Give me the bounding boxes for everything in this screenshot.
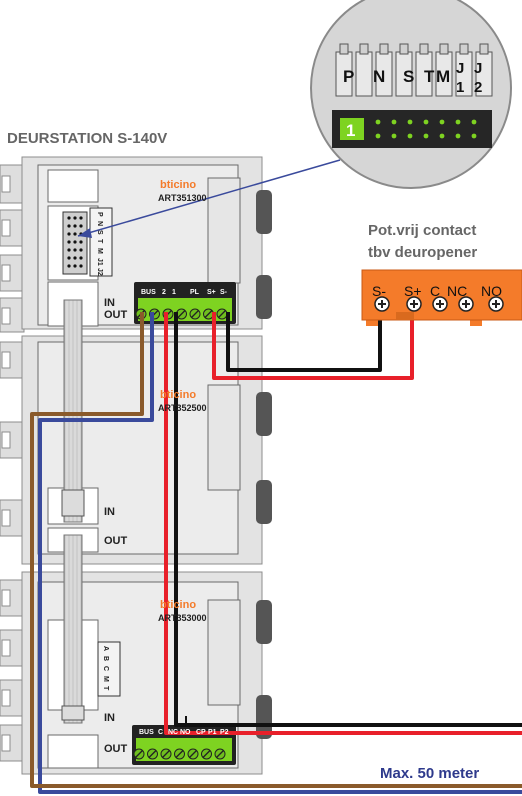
term-label: P1 [208, 729, 217, 736]
dip-label: C [102, 666, 109, 671]
art-label-module-1: ART351300 [158, 193, 207, 203]
hinge [256, 600, 272, 739]
term-label: CP [196, 729, 206, 736]
callout-label-j2-bottom: 2 [474, 79, 482, 96]
callout-labels: P N S T M J 1 J 2 [343, 60, 482, 96]
pin-dot [439, 133, 445, 139]
relay-terminal-label: NO [481, 283, 502, 299]
pin-dot [439, 119, 445, 125]
in-label-module-3: IN [104, 712, 115, 724]
max-distance-note: Max. 50 meter [380, 765, 479, 782]
term-label: PL [190, 289, 200, 296]
pin-dot [423, 133, 429, 139]
pin-dot [471, 119, 477, 125]
dip-label: P [96, 212, 103, 217]
relay-terminal-labels: S- S+ C NC NO [372, 283, 502, 299]
relay-terminal-label: S+ [404, 283, 422, 299]
dip-block-module-3 [97, 641, 121, 697]
art-label-module-3: ART353000 [158, 613, 207, 623]
pin-dot [471, 133, 477, 139]
term-label: S+ [207, 289, 216, 296]
pin-dot [375, 119, 381, 125]
relay-terminal-label: NC [447, 283, 467, 299]
art-label-module-2: ART352500 [158, 403, 207, 413]
callout-label-j1-bottom: 1 [456, 79, 464, 96]
relay-terminal-label: S- [372, 283, 386, 299]
callout-magnifier [310, 0, 512, 189]
brand-logo-module-2: bticino [160, 389, 196, 401]
relay-terminal-label: C [430, 283, 440, 299]
ribbon-cables [61, 299, 85, 724]
dip-label: T [96, 239, 103, 244]
jumper-number: 1 [346, 121, 355, 140]
brand-logo-module-1: bticino [160, 179, 196, 191]
brand-logo-module-3: bticino [160, 599, 196, 611]
terminal-tooth [355, 51, 373, 97]
dip-block-module-1 [62, 207, 113, 277]
term-label: 2 [162, 289, 166, 296]
dip-label: M [96, 248, 103, 254]
dip-label: J1 [96, 258, 103, 266]
terminal-labels-module-3: BUS C NC NO CP P1 P2 [139, 729, 229, 736]
wire-red-long [164, 312, 522, 735]
hinge [256, 190, 272, 319]
callout-label-j2-top: J [474, 60, 482, 77]
pin-dot [375, 133, 381, 139]
wires [30, 312, 522, 794]
rail-tabs [0, 164, 25, 762]
diagram-title: DEURSTATION S-140V [7, 130, 167, 147]
callout-label-m: M [436, 67, 450, 86]
hinge [256, 392, 272, 524]
dip-label: T [102, 686, 109, 691]
pin-dot [423, 119, 429, 125]
pin-dot [391, 133, 397, 139]
callout-arrowhead [78, 228, 92, 238]
pin-dot [391, 119, 397, 125]
callout-label-s: S [403, 67, 414, 86]
term-label: NC [168, 729, 178, 736]
term-label: 1 [172, 289, 176, 296]
callout-pointer [77, 159, 341, 237]
out-label-module-1: OUT [104, 309, 128, 321]
wire-red-relay [212, 312, 414, 380]
term-label: BUS [139, 729, 154, 736]
wire-black-relay [226, 312, 382, 372]
pin-dot [407, 133, 413, 139]
in-label-module-1: IN [104, 297, 115, 309]
dip-label: B [102, 656, 109, 661]
in-label-module-2: IN [104, 506, 115, 518]
pin-dot [455, 119, 461, 125]
relay-title-line2: tbv deuropener [368, 244, 477, 261]
relay-box [361, 269, 522, 326]
wire-black-long [174, 312, 522, 727]
term-label: C [158, 729, 163, 736]
out-label-module-3: OUT [104, 743, 128, 755]
wire-brown-bus [30, 312, 522, 788]
term-label: BUS [141, 289, 156, 296]
wire-blue-bus [38, 312, 522, 794]
callout-label-t: T [424, 67, 435, 86]
dip-label: M [102, 676, 109, 682]
term-label: P2 [220, 729, 229, 736]
callout-label-n: N [373, 67, 385, 86]
relay-title-line1: Pot.vrij contact [368, 222, 476, 239]
dip-labels-module-1: P N S T M J1 J2 [96, 212, 103, 276]
dip-label: N [96, 221, 103, 226]
terminal-labels-module-1: BUS 2 1 PL S+ S- [141, 289, 228, 296]
term-label: NO [180, 729, 191, 736]
callout-label-j1-top: J [456, 60, 464, 77]
out-label-module-2: OUT [104, 535, 128, 547]
pin-dot [407, 119, 413, 125]
dip-label: S [96, 230, 103, 235]
term-label: S- [220, 289, 228, 296]
callout-label-p: P [343, 67, 354, 86]
dip-labels-module-3: A B C M T [102, 646, 109, 691]
dip-label: A [102, 646, 109, 651]
dip-label: J2 [96, 268, 103, 276]
pin-dot [455, 133, 461, 139]
